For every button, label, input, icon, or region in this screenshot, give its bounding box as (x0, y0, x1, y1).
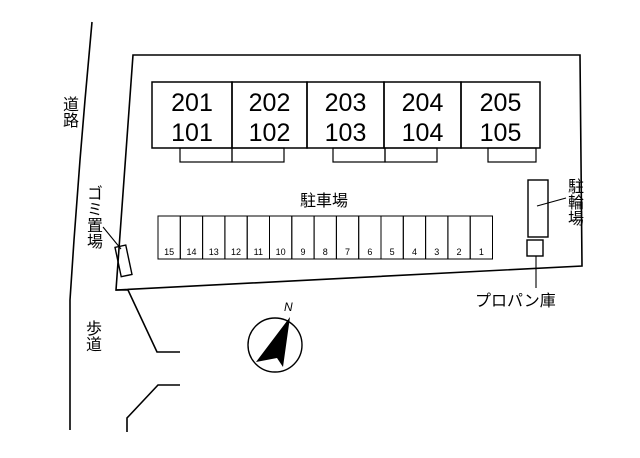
north-label: N (284, 300, 293, 314)
parking-space-number: 8 (323, 247, 328, 257)
parking-space-number: 15 (164, 247, 174, 257)
sidewalk-edge-lower (126, 384, 180, 432)
parking-space-number: 13 (209, 247, 219, 257)
bicycle-parking-label: 駐輪場 (565, 178, 584, 226)
parking-space-number: 5 (390, 247, 395, 257)
compass-circle-icon (247, 317, 303, 373)
parking-space-number: 1 (479, 247, 484, 257)
bicycle-parking (527, 179, 549, 238)
parking-space-number: 3 (434, 247, 439, 257)
balcony (384, 147, 438, 163)
balcony (487, 147, 537, 163)
bicycle-leader (536, 197, 567, 207)
parking-space-number: 10 (276, 247, 286, 257)
propane-storage (526, 239, 544, 257)
parking-space-number: 2 (457, 247, 462, 257)
road-edge-left (69, 21, 93, 430)
sidewalk-label: 歩道 (83, 320, 102, 352)
parking-space-number: 4 (412, 247, 417, 257)
balcony (179, 147, 233, 163)
unit-number-upper: 203 (325, 89, 367, 117)
unit-number-lower: 104 (402, 119, 444, 147)
parking-space (469, 215, 494, 260)
balcony (332, 147, 386, 163)
road-label: 道路 (60, 96, 79, 128)
unit-number-lower: 101 (171, 119, 213, 147)
compass: N (247, 300, 303, 373)
parking-space-number: 11 (254, 247, 263, 257)
unit-number-lower: 102 (249, 119, 291, 147)
sidewalk-edge (116, 289, 180, 353)
site-boundary (115, 54, 583, 291)
parking-space-number: 6 (367, 247, 372, 257)
parking-spaces: 15 14 13 12 11 10 9 8 7 6 5 4 3 2 1 (157, 215, 494, 260)
balcony (231, 147, 285, 163)
unit-number-upper: 205 (480, 89, 522, 117)
garbage-area (114, 244, 133, 278)
parking-space-number: 9 (300, 247, 305, 257)
north-arrow-icon (256, 317, 290, 367)
parking-space-number: 7 (345, 247, 350, 257)
garbage-leader (102, 226, 122, 250)
parking-space-number: 12 (231, 247, 241, 257)
unit-number-upper: 201 (171, 89, 213, 117)
garbage-area-label: ゴミ置場 (84, 185, 103, 249)
parking-space-number: 14 (186, 247, 196, 257)
unit-number-upper: 202 (249, 89, 291, 117)
unit-number-upper: 204 (402, 89, 444, 117)
unit-number-lower: 105 (480, 119, 522, 147)
parking-label: 駐車場 (300, 191, 348, 210)
balconies (179, 147, 537, 163)
unit-number-lower: 103 (325, 119, 367, 147)
propane-label: プロパン庫 (475, 291, 556, 310)
